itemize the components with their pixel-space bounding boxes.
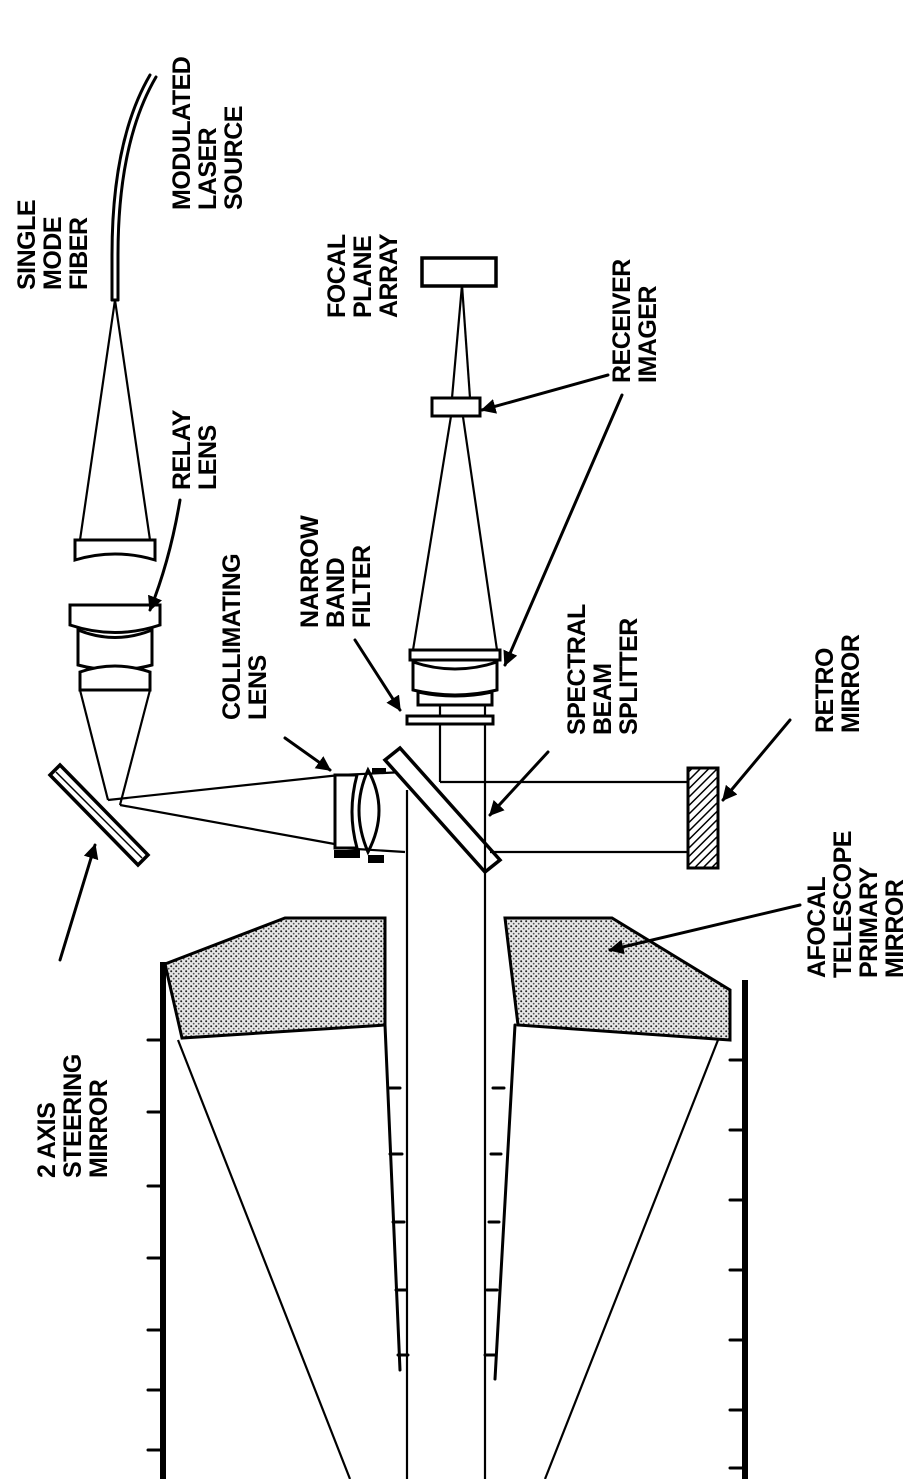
label-single-mode-fiber: SINGLE MODE FIBER — [13, 200, 93, 290]
main-beam — [405, 700, 700, 1479]
label-line: FILTER — [348, 545, 376, 628]
retro-mirror — [686, 766, 720, 870]
label-line: LENS — [244, 655, 272, 720]
narrow-band-filter — [405, 714, 495, 726]
label-line: MIRROR — [85, 1079, 113, 1178]
label-line: MIRROR — [881, 879, 909, 978]
telescope-tube-wall-right — [728, 980, 748, 1479]
telescope-tube-wall-left — [146, 962, 166, 1479]
label-line: TELESCOPE — [829, 831, 857, 978]
relay-lens — [68, 299, 162, 806]
label-retro-mirror: RETRO MIRROR — [811, 634, 865, 733]
focal-plane-array — [420, 256, 498, 288]
single-mode-fiber — [110, 73, 158, 302]
label-line: STEERING — [59, 1054, 87, 1178]
label-line: BEAM — [589, 663, 617, 735]
label-2-axis-steering-mirror: 2 AXIS STEERING MIRROR — [33, 1054, 113, 1178]
label-line: PLANE — [349, 236, 377, 318]
label-line: FIBER — [65, 217, 93, 290]
spectral-beam-splitter — [382, 745, 503, 875]
label-line: MODE — [39, 217, 67, 290]
steering-mirror — [47, 762, 151, 868]
label-line: BAND — [322, 558, 350, 628]
label-line: SOURCE — [220, 106, 248, 210]
leader-arrows — [58, 373, 802, 962]
label-line: SPLITTER — [615, 618, 643, 735]
receiver-imager-lens-group — [408, 284, 502, 707]
collimating-lens — [333, 766, 406, 863]
label-afocal-telescope-primary-mirror: AFOCAL TELESCOPE PRIMARY MIRROR — [803, 831, 909, 978]
label-line: LENS — [194, 425, 222, 490]
label-line: RECEIVER — [608, 259, 636, 383]
label-line: LASER — [194, 127, 222, 210]
label-narrow-band-filter: NARROW BAND FILTER — [296, 515, 376, 628]
label-line: FOCAL — [323, 234, 351, 318]
label-line: RELAY — [168, 409, 196, 490]
label-line: RETRO — [811, 648, 839, 733]
label-line: SINGLE — [13, 200, 41, 290]
label-line: PRIMARY — [855, 866, 883, 978]
label-line: ARRAY — [375, 233, 403, 318]
label-line: NARROW — [296, 515, 324, 628]
label-relay-lens: RELAY LENS — [168, 409, 222, 490]
label-modulated-laser-source: MODULATED LASER SOURCE — [168, 57, 248, 210]
label-line: 2 AXIS — [33, 1103, 61, 1178]
label-line: IMAGER — [634, 286, 662, 383]
label-focal-plane-array: FOCAL PLANE ARRAY — [323, 233, 403, 318]
label-receiver-imager: RECEIVER IMAGER — [608, 259, 662, 383]
label-spectral-beam-splitter: SPECTRAL BEAM SPLITTER — [563, 604, 643, 735]
label-collimating-lens: COLLIMATING LENS — [218, 554, 272, 720]
label-line: AFOCAL — [803, 877, 831, 978]
label-line: MODULATED — [168, 57, 196, 210]
label-line: MIRROR — [837, 634, 865, 733]
telescope-primary-mirror — [163, 916, 732, 1479]
label-line: SPECTRAL — [563, 604, 591, 735]
label-line: COLLIMATING — [218, 554, 246, 720]
